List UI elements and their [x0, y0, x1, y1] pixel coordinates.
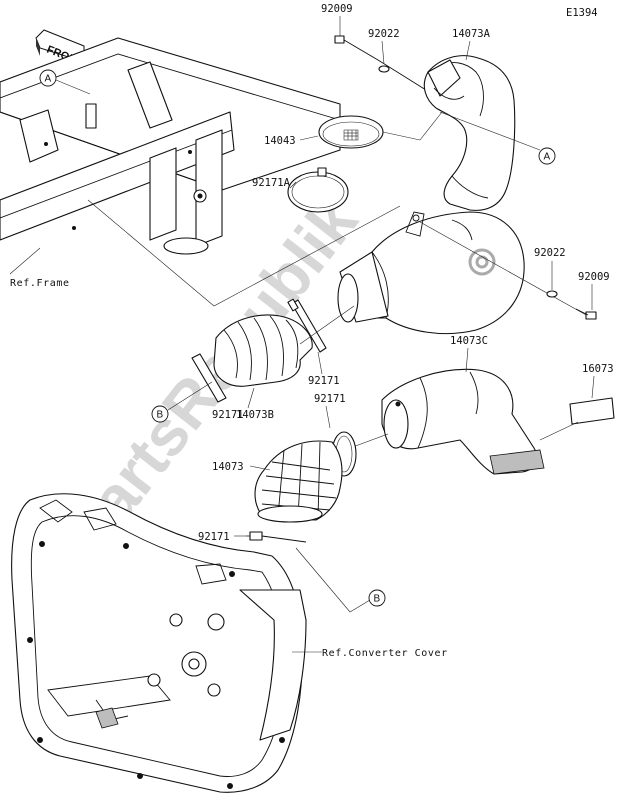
label-92009-top: 92009 — [321, 3, 353, 15]
svg-text:B: B — [157, 410, 164, 421]
duct-lower-body — [337, 211, 525, 335]
converter-cover — [11, 493, 307, 793]
label-14043: 14043 — [264, 135, 296, 147]
label-14073c: 14073C — [450, 335, 488, 347]
bolt-92009-mid — [575, 308, 597, 320]
clamp-92171a — [287, 167, 349, 213]
label-92022-top: 92022 — [368, 28, 400, 40]
diagram-id: E1394 — [566, 7, 598, 19]
label-92009-mid: 92009 — [578, 271, 610, 283]
label-92171a: 92171A — [252, 177, 291, 189]
callout-b-boot: B — [151, 381, 213, 423]
screen-14043 — [318, 111, 443, 149]
label-92171-b: 92171 — [314, 393, 346, 405]
label-92171-d: 92171 — [198, 531, 230, 543]
clamp-92171-lower — [246, 531, 307, 543]
svg-text:A: A — [544, 152, 551, 163]
clamp-92171-upper — [287, 298, 327, 353]
callout-a-duct: A — [439, 111, 556, 165]
label-92171-a: 92171 — [308, 375, 340, 387]
frame-assembly — [0, 37, 341, 275]
label-16073: 16073 — [582, 363, 614, 375]
label-92171-c: 92171 — [212, 409, 244, 421]
label-92022-mid: 92022 — [534, 247, 566, 259]
intake-14073c — [381, 368, 545, 475]
callout-a-frame: A — [39, 69, 91, 95]
label-14073b: 14073B — [236, 409, 274, 421]
svg-text:A: A — [45, 74, 52, 85]
pad-16073 — [539, 397, 615, 441]
clamp-92171-left — [191, 353, 227, 403]
boot-14073 — [254, 440, 343, 523]
ref-frame-label: Ref.Frame — [10, 278, 70, 289]
label-14073a: 14073A — [452, 28, 491, 40]
washer-92022-mid — [546, 290, 558, 298]
boot-14073b — [213, 314, 313, 387]
svg-text:B: B — [374, 594, 381, 605]
ref-converter-cover-label: Ref.Converter Cover — [322, 648, 448, 659]
washer-92022-top — [378, 65, 390, 73]
duct-14073a — [423, 55, 516, 211]
callout-b-converter: B — [295, 547, 386, 613]
bolt-92009-top — [334, 35, 427, 91]
label-14073: 14073 — [212, 461, 244, 473]
